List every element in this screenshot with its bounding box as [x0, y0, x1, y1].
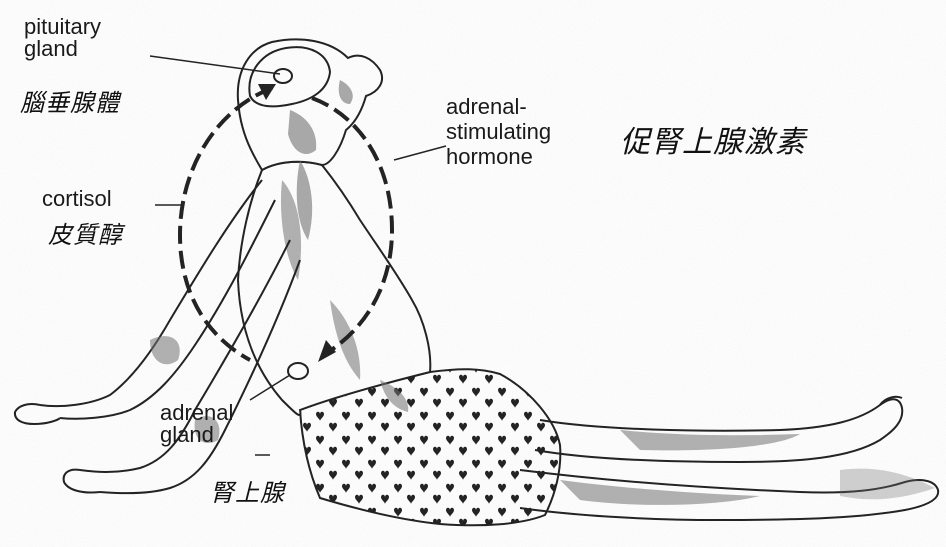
adrenal-label: adrenal gland: [160, 402, 233, 446]
pituitary-label-line1: pituitary: [24, 16, 101, 38]
acth-label-line3: hormone: [446, 144, 551, 169]
acth-label: adrenal- stimulating hormone: [446, 94, 551, 169]
acth-label-line1: adrenal-: [446, 94, 551, 119]
cortisol-chinese-label: 皮質醇: [48, 222, 123, 248]
pituitary-chinese-label: 腦垂腺體: [20, 90, 120, 116]
adrenal-label-line2: gland: [160, 424, 233, 446]
adrenal-label-line1: adrenal: [160, 402, 233, 424]
cortisol-label: cortisol: [42, 188, 112, 210]
adrenal-chinese-label: 腎上腺: [210, 480, 285, 506]
acth-chinese-label: 促腎上腺激素: [620, 126, 806, 160]
acth-label-line2: stimulating: [446, 119, 551, 144]
pituitary-label: pituitary gland: [24, 16, 101, 60]
pituitary-label-line2: gland: [24, 38, 101, 60]
